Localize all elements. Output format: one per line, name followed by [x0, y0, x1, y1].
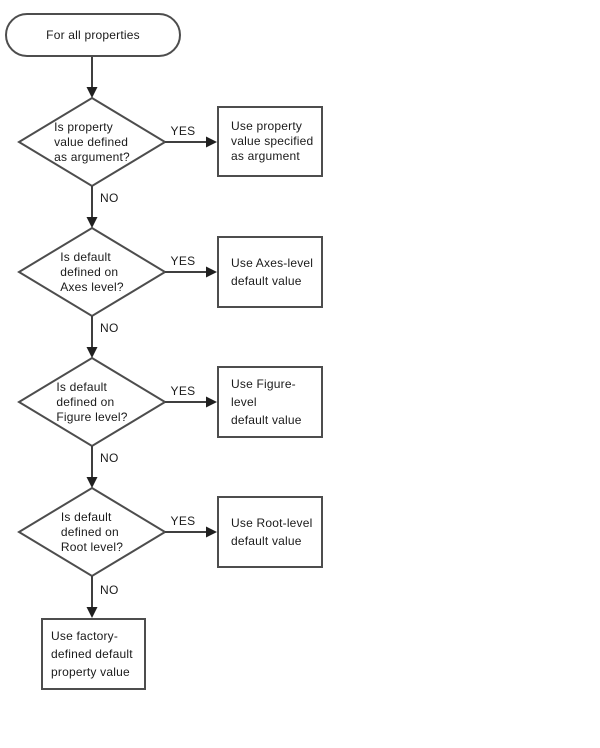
arrowhead-down-d2 — [86, 217, 98, 228]
no-label-argument: NO — [100, 191, 119, 205]
yes-label-axes: YES — [170, 254, 196, 268]
yes-label-argument: YES — [170, 124, 196, 138]
arrowhead-right-r2 — [206, 266, 217, 278]
start-terminator: For all properties — [5, 13, 181, 57]
decision-question-figure: Is default defined on Figure level? — [56, 379, 128, 424]
arrowhead-right-r3 — [206, 396, 217, 408]
decision-question-argument: Is property value defined as argument? — [54, 119, 130, 164]
action-box-use-root-default: Use Root-level default value — [217, 496, 323, 568]
arrowhead-down-d3 — [86, 347, 98, 358]
yes-label-figure: YES — [170, 384, 196, 398]
arrowhead-down-final — [86, 607, 98, 618]
arrowhead-down-d4 — [86, 477, 98, 488]
action-box-use-figure-default: Use Figure-level default value — [217, 366, 323, 438]
action-box-use-axes-default: Use Axes-level default value — [217, 236, 323, 308]
decision-question-axes: Is default defined on Axes level? — [60, 249, 124, 294]
decision-question-root: Is default defined on Root level? — [60, 509, 124, 554]
arrowhead-right-r4 — [206, 526, 217, 538]
no-label-root: NO — [100, 583, 119, 597]
action-box-use-factory-default: Use factory- defined default property va… — [41, 618, 146, 690]
arrowhead-right-r1 — [206, 136, 217, 148]
action-box-use-argument-value: Use property value specified as argument — [217, 106, 323, 177]
arrowhead-down-d1 — [86, 87, 98, 98]
start-label: For all properties — [46, 28, 140, 42]
no-label-axes: NO — [100, 321, 119, 335]
yes-label-root: YES — [170, 514, 196, 528]
no-label-figure: NO — [100, 451, 119, 465]
